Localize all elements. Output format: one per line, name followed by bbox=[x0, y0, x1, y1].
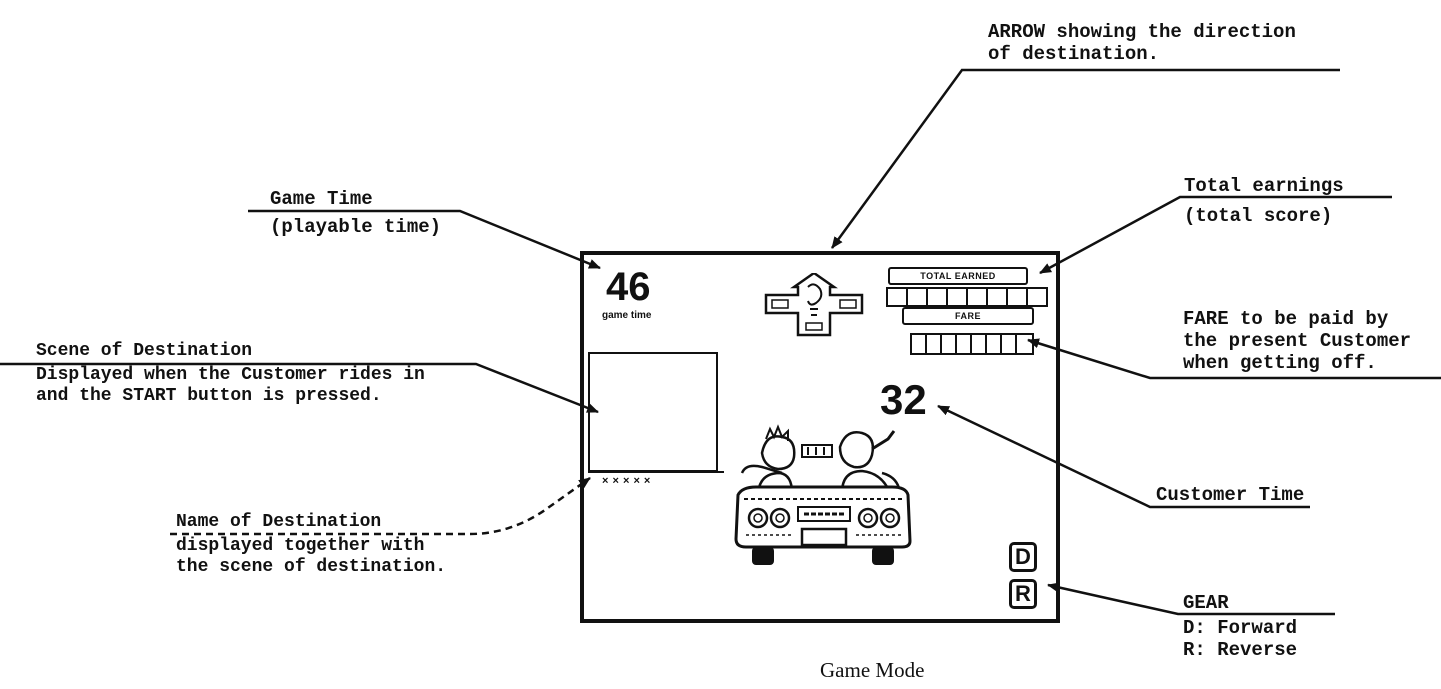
gear-callout: GEAR D: Forward R: Reverse bbox=[1183, 592, 1297, 661]
total-earned-label: TOTAL EARNED bbox=[888, 267, 1028, 285]
total-earnings-callout-line-1: Total earnings bbox=[1184, 175, 1344, 197]
scene-callout-leader bbox=[0, 362, 599, 414]
name-callout-leader bbox=[170, 476, 591, 536]
figure-caption: Game Mode bbox=[820, 658, 925, 682]
game-time-callout-line-2: (playable time) bbox=[270, 216, 442, 238]
direction-arrow-icon bbox=[764, 273, 864, 337]
gear-callout-line-1: GEAR bbox=[1183, 592, 1229, 614]
fare-callout-line-1: FARE to be paid by bbox=[1183, 308, 1389, 330]
name-callout: Name of Destination displayed together w… bbox=[176, 512, 446, 578]
name-callout-line-1: Name of Destination bbox=[176, 512, 382, 532]
customer-time-callout: Customer Time bbox=[1156, 484, 1304, 506]
game-screen: 46 game time TOTAL EARNED FARE × × × × ×… bbox=[580, 251, 1060, 623]
fare-callout-line-2: the present Customer bbox=[1183, 330, 1412, 352]
scene-callout-line-1: Scene of Destination bbox=[36, 341, 253, 361]
arrow-callout-leader bbox=[830, 68, 1340, 249]
total-earned-digits bbox=[886, 287, 1048, 307]
gear-callout-line-3: R: Reverse bbox=[1183, 639, 1298, 661]
fare-callout: FARE to be paid by the present Customer … bbox=[1183, 308, 1411, 374]
arrow-callout-line-1: ARROW showing the direction bbox=[988, 21, 1296, 43]
taxi-car-icon bbox=[734, 424, 912, 565]
name-callout-line-3: the scene of destination. bbox=[176, 557, 447, 577]
scene-callout-line-2: Displayed when the Customer rides in bbox=[36, 365, 425, 385]
destination-name-marks: × × × × × bbox=[602, 475, 651, 487]
destination-scene-box bbox=[588, 352, 718, 472]
game-time-value: 46 bbox=[606, 265, 651, 309]
destination-scene-underline bbox=[588, 471, 724, 473]
total-earnings-callout-line-2: (total score) bbox=[1184, 205, 1333, 227]
scene-callout: Scene of Destination Displayed when the … bbox=[36, 341, 425, 407]
gear-r-indicator: R bbox=[1009, 579, 1037, 609]
game-time-callout-leader bbox=[248, 209, 601, 270]
total-earned-panel: TOTAL EARNED bbox=[886, 267, 1048, 307]
arrow-callout-line-2: of destination. bbox=[988, 43, 1160, 65]
fare-callout-line-3: when getting off. bbox=[1183, 352, 1377, 374]
arrow-callout: ARROW showing the direction of destinati… bbox=[988, 21, 1296, 65]
game-time-callout: Game Time (playable time) bbox=[270, 188, 441, 238]
fare-callout-leader bbox=[1027, 338, 1441, 380]
customer-time-callout-line-1: Customer Time bbox=[1156, 484, 1305, 506]
scene-callout-line-3: and the START button is pressed. bbox=[36, 386, 382, 406]
gear-d-indicator: D bbox=[1009, 542, 1037, 572]
fare-label: FARE bbox=[902, 307, 1034, 325]
gear-callout-line-2: D: Forward bbox=[1183, 617, 1298, 639]
fare-digits bbox=[910, 333, 1034, 355]
fare-panel: FARE bbox=[902, 307, 1036, 355]
customer-time-value: 32 bbox=[880, 376, 927, 423]
customer-time-callout-leader bbox=[937, 404, 1310, 509]
name-callout-line-2: displayed together with bbox=[176, 536, 425, 556]
total-earnings-callout-leader bbox=[1039, 195, 1392, 275]
game-time-callout-line-1: Game Time bbox=[270, 188, 373, 210]
gear-callout-leader bbox=[1047, 582, 1335, 616]
game-time-label: game time bbox=[602, 310, 652, 321]
total-earnings-callout: Total earnings (total score) bbox=[1184, 175, 1344, 227]
